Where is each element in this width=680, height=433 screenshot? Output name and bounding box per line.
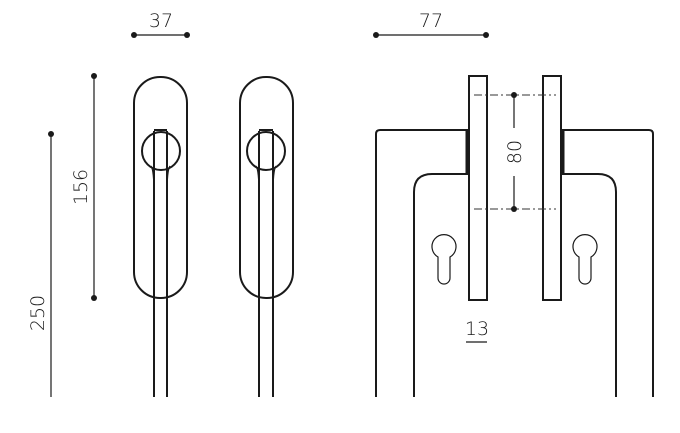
dimension-label-13: 13: [465, 318, 489, 340]
dimension-handle-length: 250: [27, 131, 54, 397]
dimension-center-distance: 80: [474, 92, 556, 212]
dimension-label-80: 80: [504, 140, 526, 164]
handle-front-view-2: [239, 76, 294, 397]
dimension-overall-width: 77: [373, 10, 489, 38]
dimension-plate-width: 37: [131, 10, 190, 38]
keyhole-icon-right: [572, 234, 598, 285]
dimension-label-77: 77: [419, 10, 443, 32]
dimension-label-37: 37: [149, 10, 173, 32]
dimension-label-156: 156: [70, 169, 92, 205]
dimension-plate-height: 156: [70, 73, 97, 301]
side-view-plates: [468, 75, 562, 301]
side-view-escutcheon: [375, 129, 654, 397]
handle-front-view-1: [133, 76, 188, 397]
keyhole-icon-left: [431, 234, 457, 285]
dimension-label-250: 250: [27, 295, 49, 331]
dimension-plate-thickness: 13: [465, 318, 489, 343]
